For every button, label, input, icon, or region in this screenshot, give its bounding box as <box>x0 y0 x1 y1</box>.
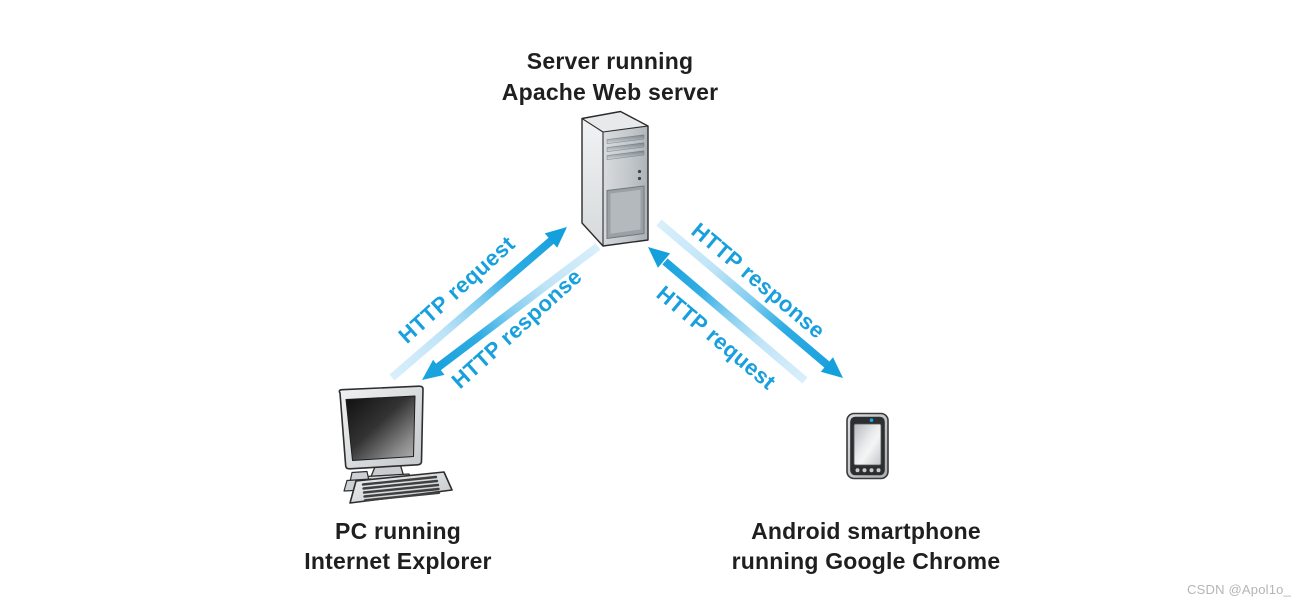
server-label-line1: Server running <box>526 48 694 74</box>
arrow-http-response-server-to-phone <box>656 219 843 378</box>
phone-label: Android smartphone running Google Chrome <box>666 516 1066 576</box>
csdn-watermark: CSDN @Apol1o_ <box>1187 582 1291 597</box>
pc-label-line1: PC running <box>335 518 461 544</box>
arrow-http-request-pc-to-server <box>389 227 567 381</box>
pc-label: PC running Internet Explorer <box>248 516 548 576</box>
arrow-http-request-phone-to-server <box>648 247 808 384</box>
phone-label-line1: Android smartphone <box>751 518 981 544</box>
arrow-http-response-server-to-pc <box>422 243 601 380</box>
phone-camera-dot <box>869 418 874 423</box>
phone-label-line2: running Google Chrome <box>731 548 1001 574</box>
pc-label-line2: Internet Explorer <box>304 548 492 574</box>
phone-buttons <box>855 468 881 473</box>
server-label: Server running Apache Web server <box>410 46 810 108</box>
server-illustration <box>581 110 649 247</box>
smartphone-illustration <box>846 412 889 480</box>
pc-illustration <box>338 385 453 504</box>
server-label-line2: Apache Web server <box>501 79 719 105</box>
